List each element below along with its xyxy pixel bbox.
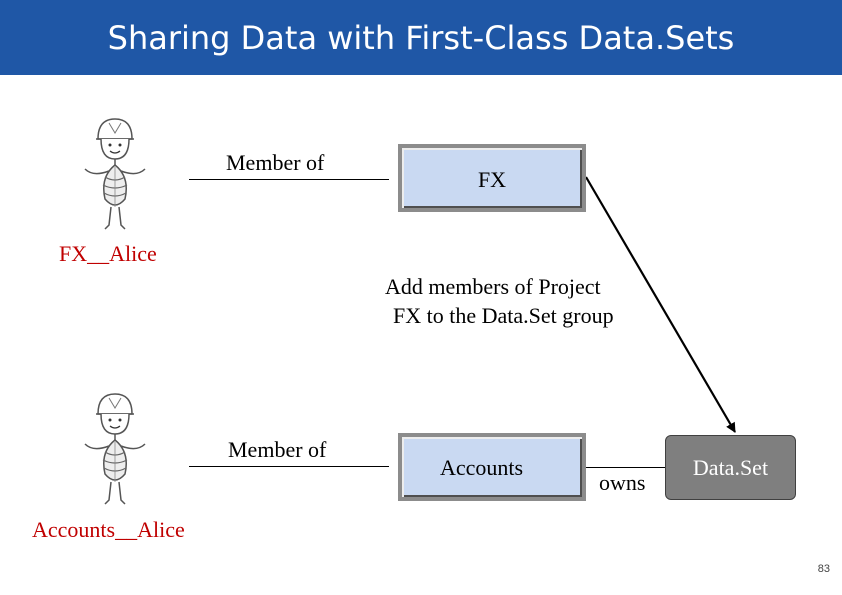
group-label-fx: FX: [477, 167, 507, 192]
user-label-fx-alice: FX__Alice: [59, 241, 157, 266]
slide-title: Sharing Data with First-Class Data.Sets: [107, 19, 735, 57]
owns-label: owns: [599, 470, 646, 495]
dataset-label: Data.Set: [692, 455, 769, 480]
title-bar: [0, 0, 842, 75]
dataset-box: [665, 435, 796, 500]
user-figure-fx-alice: [84, 118, 146, 230]
member-of-label-bottom: Member of: [228, 437, 327, 462]
member-of-line-bottom: [189, 466, 389, 467]
note-line-1: Add members of Project: [385, 274, 601, 299]
user-label-accounts-alice: Accounts__Alice: [32, 517, 185, 542]
user-figure-accounts-alice: [84, 393, 146, 505]
member-of-label-top: Member of: [226, 150, 325, 175]
member-of-line-top: [189, 179, 389, 180]
membership-arrow: [585, 176, 736, 433]
page-number: 83: [817, 563, 830, 575]
note-line-2: FX to the Data.Set group: [393, 303, 614, 328]
group-label-accounts: Accounts: [440, 455, 524, 480]
group-box-fx: [398, 144, 586, 212]
owns-line: [586, 467, 665, 468]
group-box-accounts: [398, 433, 586, 501]
